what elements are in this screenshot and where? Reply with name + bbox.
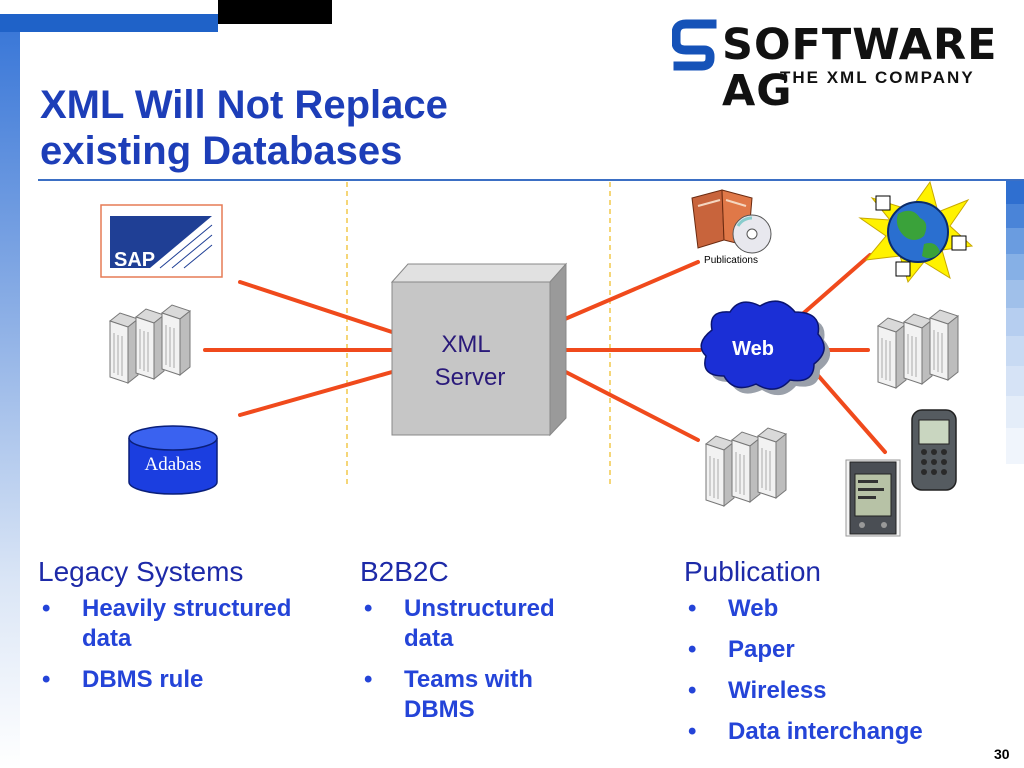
logo-wordmark: SOFTWARE AG bbox=[722, 20, 998, 116]
legacy-server-icon bbox=[110, 305, 190, 383]
adabas-database-icon: Adabas bbox=[128, 425, 218, 495]
list-item: • Heavily structured data bbox=[38, 594, 338, 654]
list-item-text: Heavily structured data bbox=[82, 595, 292, 652]
pda-device-icon bbox=[845, 459, 901, 537]
left-gradient-band bbox=[0, 32, 20, 768]
list-item: • Unstructured data bbox=[360, 594, 600, 654]
xml-server-label-2: Server bbox=[435, 364, 506, 391]
page-number: 30 bbox=[994, 746, 1010, 762]
bullet-icon: • bbox=[42, 595, 51, 622]
xml-server-label-1: XML bbox=[441, 331, 490, 358]
column-legacy-systems: Legacy Systems •Heavily structured data … bbox=[38, 556, 338, 706]
logo-tagline: THE XML COMPANY bbox=[780, 68, 975, 87]
bullet-icon: • bbox=[688, 677, 697, 704]
column-heading: B2B2C bbox=[360, 556, 449, 587]
bullet-icon: • bbox=[688, 595, 697, 622]
xml-server-box: XML Server bbox=[390, 262, 568, 437]
web-label: Web bbox=[732, 338, 774, 360]
bullet-icon: • bbox=[688, 718, 697, 745]
software-ag-logo-icon bbox=[672, 19, 717, 71]
publications-book-icon: Publications bbox=[691, 189, 772, 266]
list-item-text: Data interchange bbox=[728, 718, 923, 745]
list-item: • Web bbox=[684, 594, 984, 624]
slide-title-line-1: XML Will Not Replace bbox=[40, 83, 448, 127]
slide-title-line-2: existing Databases bbox=[40, 129, 403, 173]
right-striped-band bbox=[1006, 180, 1024, 464]
slide-title: XML Will Not Replace existing Databases bbox=[40, 82, 560, 174]
list-item: • Wireless bbox=[684, 676, 984, 706]
list-item-text: Unstructured data bbox=[404, 595, 555, 652]
column-b2b2c: B2B2C • Unstructured data • Teams with DBM… bbox=[360, 556, 600, 736]
list-item-text: Wireless bbox=[728, 677, 827, 704]
bullet-icon: • bbox=[42, 666, 51, 693]
column-heading: Publication bbox=[684, 556, 821, 587]
sap-logo-icon: SAP bbox=[100, 204, 223, 278]
bullet-icon: • bbox=[688, 636, 697, 663]
sap-label: SAP bbox=[114, 249, 155, 271]
b2b-server-icon bbox=[706, 428, 786, 506]
list-item: • Data interchange bbox=[684, 717, 984, 747]
list-item: • DBMS rule bbox=[38, 665, 338, 695]
web-server-icon bbox=[878, 310, 958, 388]
list-item: • Paper bbox=[684, 635, 984, 665]
list-item-text: Paper bbox=[728, 636, 795, 663]
adabas-label: Adabas bbox=[145, 454, 202, 475]
bullet-icon: • bbox=[364, 595, 373, 622]
column-heading: Legacy Systems bbox=[38, 556, 244, 587]
list-item-text: Web bbox=[728, 595, 779, 622]
column-publication: Publication • Web • Paper • Wireless • Data … bbox=[684, 556, 984, 758]
list-item-text: DBMS rule bbox=[82, 666, 204, 693]
globe-network-icon bbox=[858, 180, 974, 284]
publications-label: Publications bbox=[704, 255, 758, 266]
web-cloud-icon: Web bbox=[700, 300, 831, 396]
mobile-phone-icon bbox=[911, 409, 957, 491]
title-divider bbox=[38, 179, 1024, 181]
list-item: • Teams with DBMS bbox=[360, 665, 600, 725]
top-bar-black bbox=[218, 0, 332, 24]
bullet-icon: • bbox=[364, 666, 373, 693]
list-item-text: Teams with DBMS bbox=[404, 666, 533, 723]
top-bar-blue bbox=[0, 14, 218, 32]
architecture-diagram: SAP Adabas XML Server Publications Web bbox=[100, 180, 974, 537]
